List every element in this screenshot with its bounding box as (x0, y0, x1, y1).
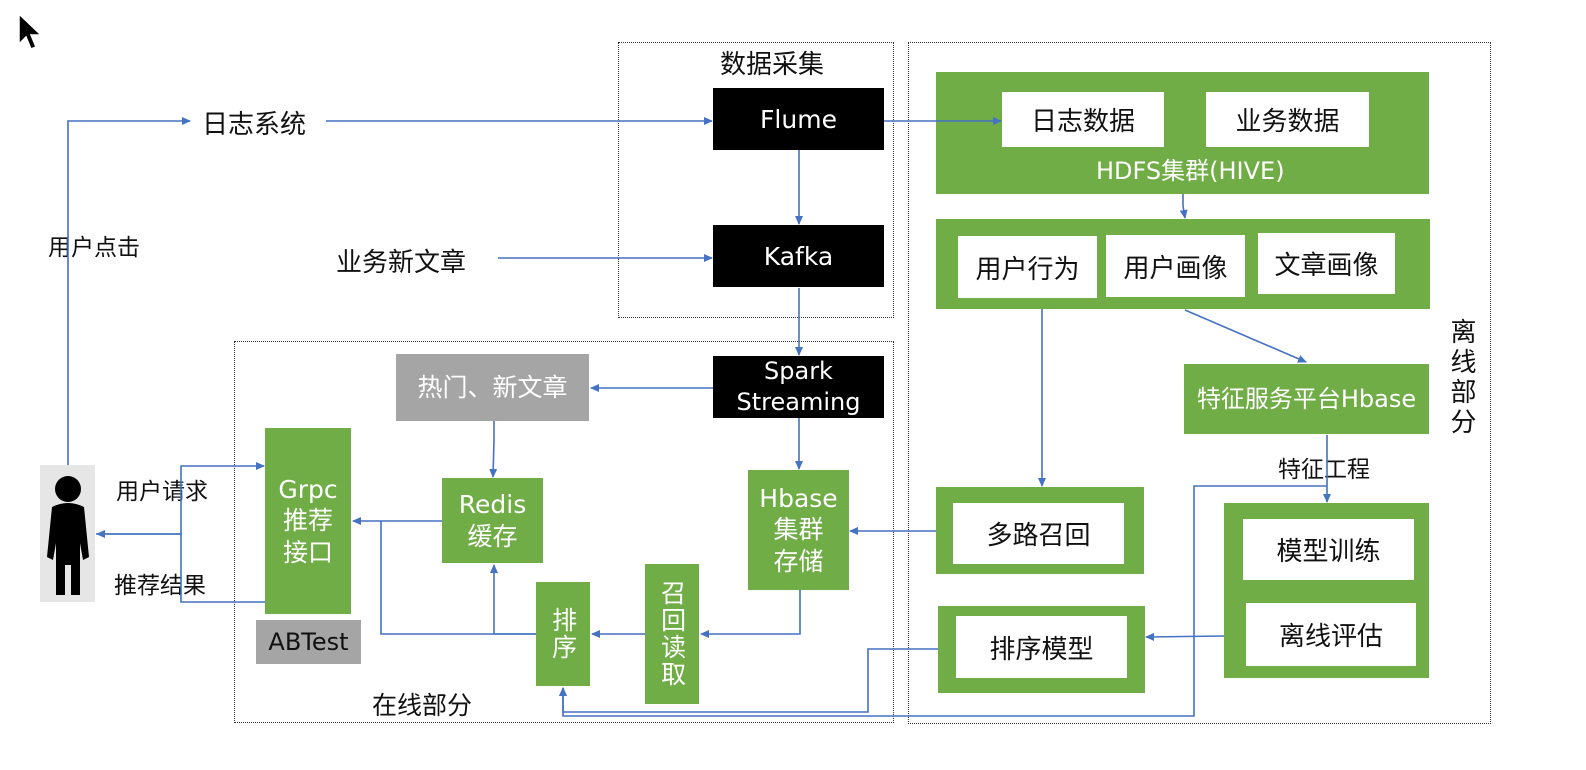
model-training-box: 模型训练 (1243, 519, 1414, 580)
hdfs-cluster-box: 日志数据 业务数据 HDFS集群(HIVE) (936, 72, 1429, 194)
arrow-hot-to-redis (489, 421, 498, 478)
business-data-box: 业务数据 (1206, 92, 1369, 147)
arrow-eval-to-sort-model (1145, 632, 1225, 641)
user-request-label: 用户请求 (116, 479, 208, 505)
offline-region (908, 42, 1491, 724)
sort-model-box: 排序模型 (938, 606, 1145, 693)
hbase-storage-box: Hbase 集群 存储 (748, 470, 849, 590)
mouse-pointer-icon (18, 12, 43, 50)
recommend-result-label: 推荐结果 (114, 573, 206, 599)
online-part-title: 在线部分 (372, 691, 473, 720)
arrow-request-to-grpc (96, 462, 265, 535)
arrow-result-to-user (96, 530, 265, 603)
data-collection-title: 数据采集 (720, 50, 825, 80)
arrow-sort-to-redis (490, 564, 536, 635)
user-figure-icon (40, 465, 95, 602)
sort-model-inner: 排序模型 (956, 616, 1127, 678)
arrow-hbase-to-recall-read (700, 590, 801, 638)
recall-read-box: 召回读取 (645, 564, 699, 704)
sort-label: 排序 (548, 607, 578, 661)
arrow-feature-to-sort (559, 485, 1327, 717)
arrow-hdfs-to-profiles (1179, 194, 1188, 219)
hdfs-cluster-label: HDFS集群(HIVE) (1096, 157, 1285, 185)
arrow-user-to-log-system (67, 117, 191, 465)
business-new-articles-label: 业务新文章 (336, 248, 467, 278)
multi-recall-box: 多路召回 (936, 487, 1144, 574)
profiles-box: 用户行为 用户画像 文章画像 (936, 219, 1430, 309)
feature-platform-box: 特征服务平台Hbase (1184, 364, 1429, 434)
spark-streaming-box: Spark Streaming (713, 356, 884, 418)
log-data-box: 日志数据 (1002, 92, 1164, 147)
user-silhouette-icon (47, 476, 89, 595)
grpc-interface-box: Grpc 推荐 接口 (265, 428, 351, 614)
user-click-label: 用户点击 (48, 235, 140, 261)
user-behavior-box: 用户行为 (958, 236, 1097, 298)
flume-box: Flume (713, 88, 884, 150)
hot-new-articles-box: 热门、新文章 (396, 354, 589, 421)
offline-part-title: 离线部分 (1446, 318, 1476, 438)
data-collection-region (618, 42, 894, 318)
online-region (234, 341, 894, 723)
redis-cache-box: Redis 缓存 (442, 478, 543, 563)
kafka-box: Kafka (713, 225, 884, 287)
offline-eval-box: 离线评估 (1246, 603, 1416, 666)
line-sort-to-grpc (380, 521, 536, 635)
arrow-sort-model-to-sort (559, 648, 938, 713)
log-system-label: 日志系统 (202, 110, 307, 140)
article-profile-box: 文章画像 (1258, 233, 1395, 294)
model-box: 模型训练 离线评估 (1224, 503, 1429, 678)
recall-read-label: 召回读取 (657, 580, 687, 688)
multi-recall-inner: 多路召回 (953, 503, 1124, 564)
sort-box: 排序 (536, 582, 590, 686)
feature-engineering-label: 特征工程 (1278, 457, 1370, 483)
user-profile-box: 用户画像 (1106, 235, 1245, 297)
arrow-profiles-to-feature (1184, 309, 1307, 363)
abtest-box: ABTest (256, 620, 361, 664)
